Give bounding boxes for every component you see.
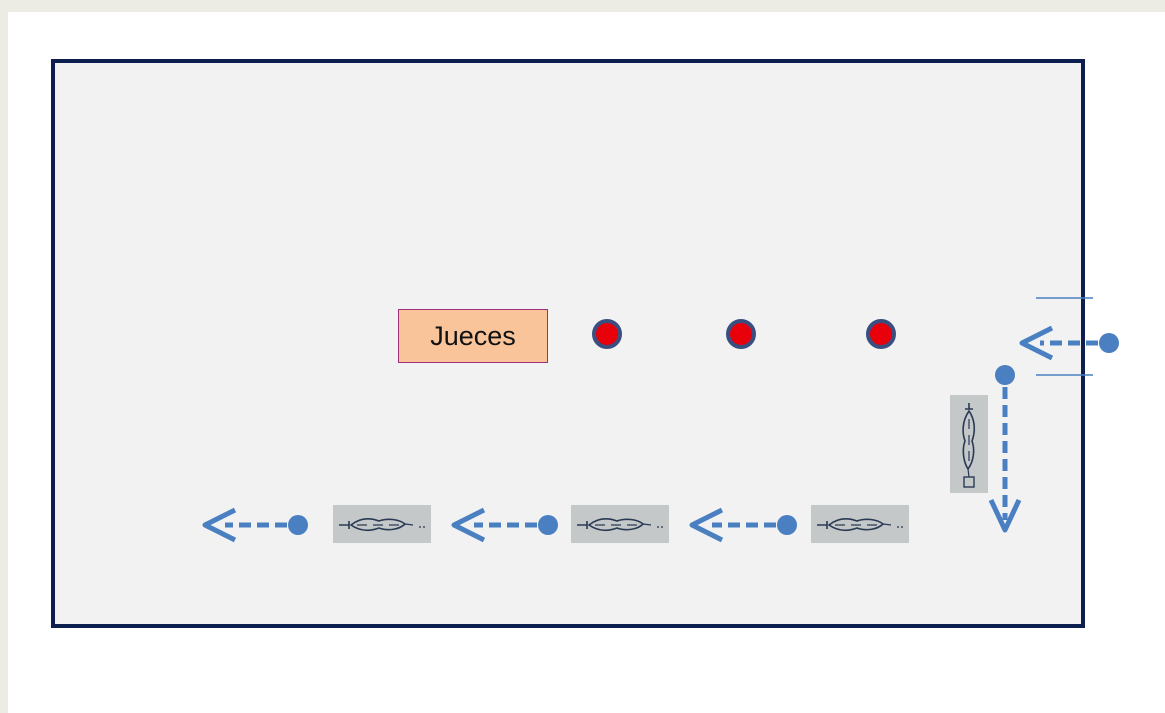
dog-sketch-icon (810, 504, 910, 544)
judge-marker (866, 319, 896, 349)
dog-sketch-icon (949, 394, 989, 494)
move-left-arrow (202, 507, 308, 543)
judges-label-text: Jueces (430, 320, 516, 351)
judge-marker (726, 319, 756, 349)
entrance-arrow (1019, 325, 1119, 361)
judges-label: Jueces (398, 309, 548, 363)
dog-sketch-icon (570, 504, 670, 544)
turn-down-arrow (988, 365, 1022, 533)
move-left-arrow (689, 507, 797, 543)
dog-sketch-icon (332, 504, 432, 544)
judge-marker (592, 319, 622, 349)
move-left-arrow (451, 507, 558, 543)
